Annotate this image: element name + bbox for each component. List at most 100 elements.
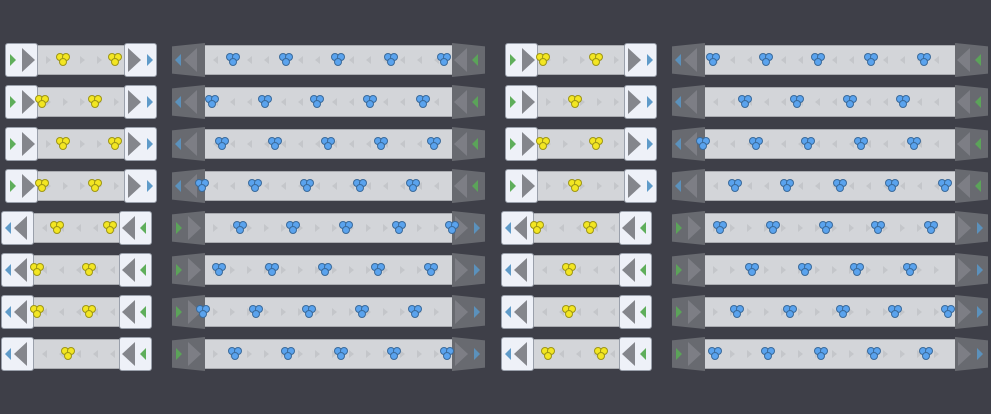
item-dot bbox=[716, 226, 724, 234]
chevron-left-icon bbox=[747, 182, 752, 190]
yellow-item-cluster-icon bbox=[568, 95, 582, 109]
gray-arrow-icon bbox=[957, 90, 970, 114]
item-dot bbox=[762, 58, 770, 66]
chevron-right-icon bbox=[747, 224, 752, 232]
chevron-right-icon bbox=[46, 56, 51, 64]
item-dot bbox=[215, 268, 223, 276]
chevron-left-icon bbox=[713, 182, 718, 190]
chevron-right-icon bbox=[563, 140, 568, 148]
blue-item-cluster-icon bbox=[215, 137, 229, 151]
chevron-left-icon bbox=[247, 56, 252, 64]
chevron-right-icon bbox=[798, 308, 803, 316]
gray-arrow-icon bbox=[128, 48, 141, 72]
item-dot bbox=[106, 226, 114, 234]
item-dot bbox=[395, 226, 403, 234]
chevron-right-icon bbox=[900, 350, 905, 358]
output-arrow-icon bbox=[474, 306, 480, 318]
output-arrow-icon bbox=[647, 54, 653, 66]
item-dot bbox=[711, 352, 719, 360]
input-arrow-icon bbox=[975, 54, 981, 66]
belt-end-cap bbox=[955, 85, 988, 119]
gray-arrow-icon bbox=[688, 258, 701, 282]
belt-end-cap bbox=[505, 85, 538, 119]
chevron-left-icon bbox=[93, 266, 98, 274]
yellow-item-cluster-icon bbox=[82, 263, 96, 277]
chevron-right-icon bbox=[434, 350, 439, 358]
belt-end-cap bbox=[672, 337, 705, 371]
chevron-right-icon bbox=[298, 224, 303, 232]
chevron-right-icon bbox=[264, 350, 269, 358]
belt-end-cap bbox=[5, 85, 38, 119]
blue-item-cluster-icon bbox=[265, 263, 279, 277]
yellow-item-cluster-icon bbox=[56, 53, 70, 67]
blue-item-cluster-icon bbox=[854, 137, 868, 151]
chevron-right-icon bbox=[230, 224, 235, 232]
output-arrow-icon bbox=[175, 54, 181, 66]
chevron-left-icon bbox=[832, 56, 837, 64]
conveyor-belt bbox=[534, 213, 619, 243]
output-arrow-icon bbox=[175, 180, 181, 192]
yellow-item-cluster-icon bbox=[568, 179, 582, 193]
chevron-right-icon bbox=[230, 308, 235, 316]
belt-end-cap bbox=[501, 337, 534, 371]
blue-item-cluster-icon bbox=[730, 305, 744, 319]
blue-item-cluster-icon bbox=[766, 221, 780, 235]
chevron-right-icon bbox=[614, 140, 619, 148]
blue-item-cluster-icon bbox=[833, 179, 847, 193]
chevron-right-icon bbox=[97, 140, 102, 148]
chevron-right-icon bbox=[298, 350, 303, 358]
item-dot bbox=[33, 310, 41, 318]
belt-end-cap bbox=[505, 169, 538, 203]
chevron-right-icon bbox=[580, 140, 585, 148]
item-dot bbox=[427, 268, 435, 276]
chevron-left-icon bbox=[559, 308, 564, 316]
chevron-right-icon bbox=[417, 224, 422, 232]
chevron-right-icon bbox=[580, 98, 585, 106]
blue-item-cluster-icon bbox=[279, 53, 293, 67]
yellow-item-cluster-icon bbox=[103, 221, 117, 235]
chevron-right-icon bbox=[815, 308, 820, 316]
item-dot bbox=[289, 226, 297, 234]
chevron-right-icon bbox=[114, 182, 119, 190]
output-arrow-icon bbox=[147, 54, 153, 66]
chevron-left-icon bbox=[798, 56, 803, 64]
item-dot bbox=[334, 58, 342, 66]
gray-arrow-icon bbox=[22, 132, 35, 156]
blue-item-cluster-icon bbox=[300, 179, 314, 193]
gray-arrow-icon bbox=[684, 132, 697, 156]
chevron-left-icon bbox=[264, 140, 269, 148]
chevron-left-icon bbox=[349, 98, 354, 106]
chevron-left-icon bbox=[417, 182, 422, 190]
blue-item-cluster-icon bbox=[896, 95, 910, 109]
item-dot bbox=[709, 58, 717, 66]
belt-end-cap bbox=[172, 85, 205, 119]
blue-item-cluster-icon bbox=[938, 179, 952, 193]
gray-arrow-icon bbox=[688, 300, 701, 324]
chevron-right-icon bbox=[213, 224, 218, 232]
chevron-left-icon bbox=[76, 266, 81, 274]
chevron-right-icon bbox=[213, 350, 218, 358]
gray-arrow-icon bbox=[128, 90, 141, 114]
output-arrow-icon bbox=[977, 306, 983, 318]
gray-arrow-icon bbox=[184, 90, 197, 114]
conveyor-belt bbox=[705, 255, 955, 285]
item-dot bbox=[927, 226, 935, 234]
output-arrow-icon bbox=[647, 96, 653, 108]
item-dot bbox=[236, 226, 244, 234]
input-arrow-icon bbox=[472, 138, 478, 150]
yellow-item-cluster-icon bbox=[30, 305, 44, 319]
item-dot bbox=[85, 310, 93, 318]
chevron-left-icon bbox=[434, 56, 439, 64]
chevron-left-icon bbox=[332, 182, 337, 190]
chevron-right-icon bbox=[434, 308, 439, 316]
belt-end-cap bbox=[1, 295, 34, 329]
item-dot bbox=[853, 268, 861, 276]
belt-end-cap bbox=[1, 337, 34, 371]
item-dot bbox=[539, 142, 547, 150]
belt-end-cap bbox=[955, 211, 988, 245]
belt-end-cap bbox=[955, 253, 988, 287]
item-dot bbox=[786, 310, 794, 318]
yellow-item-cluster-icon bbox=[88, 95, 102, 109]
chevron-right-icon bbox=[315, 350, 320, 358]
gray-arrow-icon bbox=[628, 132, 641, 156]
